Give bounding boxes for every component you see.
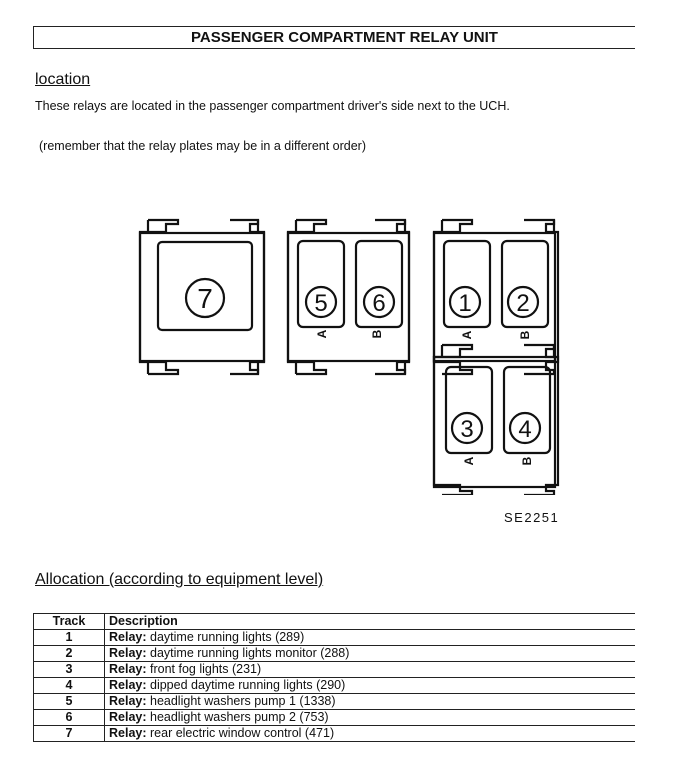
side-label-b: B bbox=[520, 456, 534, 465]
table-row: 5 Relay: headlight washers pump 1 (1338) bbox=[33, 693, 635, 710]
side-label-a: A bbox=[462, 456, 476, 465]
relay-3-number: 3 bbox=[460, 416, 473, 443]
relay-6-number: 6 bbox=[372, 290, 385, 317]
description-cell: Relay: daytime running lights (289) bbox=[104, 629, 635, 646]
column-header-description: Description bbox=[104, 613, 635, 630]
track-cell: 4 bbox=[33, 677, 105, 694]
table-row: 7 Relay: rear electric window control (4… bbox=[33, 725, 635, 742]
column-header-track: Track bbox=[33, 613, 105, 630]
relay-5-number: 5 bbox=[314, 290, 327, 317]
track-cell: 6 bbox=[33, 709, 105, 726]
track-cell: 2 bbox=[33, 645, 105, 662]
note-text: (remember that the relay plates may be i… bbox=[39, 139, 367, 153]
track-cell: 7 bbox=[33, 725, 105, 742]
description-cell: Relay: headlight washers pump 1 (1338) bbox=[104, 693, 635, 710]
allocation-heading: Allocation (according to equipment level… bbox=[35, 571, 324, 588]
relay-prefix: Relay: bbox=[109, 646, 147, 660]
track-cell: 5 bbox=[33, 693, 105, 710]
side-label-a: A bbox=[460, 330, 474, 339]
description-cell: Relay: front fog lights (231) bbox=[104, 661, 635, 678]
table-row: 4 Relay: dipped daytime running lights (… bbox=[33, 677, 635, 694]
location-heading: location bbox=[35, 71, 91, 88]
relay-1-number: 1 bbox=[458, 290, 471, 317]
relay-prefix: Relay: bbox=[109, 710, 147, 724]
side-label-b: B bbox=[370, 329, 384, 338]
relay-prefix: Relay: bbox=[109, 694, 147, 708]
table-row: 1 Relay: daytime running lights (289) bbox=[33, 629, 635, 646]
relay-unit-diagram: 7 5 6 1 2 3 4 A B A B A B bbox=[138, 218, 560, 495]
diagram-code: SE2251 bbox=[504, 510, 560, 525]
table-row: 6 Relay: headlight washers pump 2 (753) bbox=[33, 709, 635, 726]
relay-plate-left bbox=[138, 218, 266, 376]
page-title: PASSENGER COMPARTMENT RELAY UNIT bbox=[33, 26, 635, 49]
description-text: daytime running lights monitor (288) bbox=[146, 646, 350, 660]
description-cell: Relay: headlight washers pump 2 (753) bbox=[104, 709, 635, 726]
relay-prefix: Relay: bbox=[109, 726, 147, 740]
description-text: dipped daytime running lights (290) bbox=[146, 678, 346, 692]
track-cell: 3 bbox=[33, 661, 105, 678]
description-text: front fog lights (231) bbox=[146, 662, 262, 676]
relay-prefix: Relay: bbox=[109, 662, 147, 676]
table-header-row: Track Description bbox=[33, 613, 635, 630]
table-row: 2 Relay: daytime running lights monitor … bbox=[33, 645, 635, 662]
relay-7-number: 7 bbox=[197, 283, 213, 314]
description-cell: Relay: dipped daytime running lights (29… bbox=[104, 677, 635, 694]
relay-plate-middle bbox=[286, 218, 411, 376]
relay-plate-right-top bbox=[432, 218, 560, 376]
relay-4-number: 4 bbox=[518, 416, 531, 443]
description-text: rear electric window control (471) bbox=[146, 726, 335, 740]
description-text: headlight washers pump 1 (1338) bbox=[146, 694, 336, 708]
description-cell: Relay: daytime running lights monitor (2… bbox=[104, 645, 635, 662]
location-text: These relays are located in the passenge… bbox=[35, 99, 510, 113]
description-cell: Relay: rear electric window control (471… bbox=[104, 725, 635, 742]
track-cell: 1 bbox=[33, 629, 105, 646]
table-row: 3 Relay: front fog lights (231) bbox=[33, 661, 635, 678]
allocation-table: Track Description 1 Relay: daytime runni… bbox=[33, 613, 635, 742]
relay-prefix: Relay: bbox=[109, 630, 147, 644]
side-label-b: B bbox=[518, 330, 532, 339]
relay-plate-right-bottom bbox=[432, 343, 560, 495]
description-text: headlight washers pump 2 (753) bbox=[146, 710, 329, 724]
relay-prefix: Relay: bbox=[109, 678, 147, 692]
side-label-a: A bbox=[315, 329, 329, 338]
description-text: daytime running lights (289) bbox=[146, 630, 305, 644]
relay-2-number: 2 bbox=[516, 290, 529, 317]
